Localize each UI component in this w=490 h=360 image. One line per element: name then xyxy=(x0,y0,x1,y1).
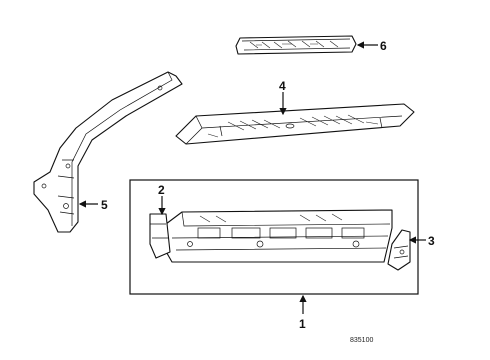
callout-5: 5 xyxy=(101,198,108,212)
part-2-left-bracket xyxy=(149,213,171,259)
part-4-cowl-top-panel xyxy=(175,103,415,145)
callout-2: 2 xyxy=(158,183,165,197)
part-3-right-bracket xyxy=(387,229,411,271)
part-5-hinge-pillar xyxy=(33,71,183,233)
callout-1: 1 xyxy=(299,317,306,331)
callout-6: 6 xyxy=(380,39,387,53)
assembly-box xyxy=(129,179,419,295)
part-6-upper-strip xyxy=(235,35,357,55)
callout-4: 4 xyxy=(279,79,286,93)
part-1-dash-panel xyxy=(163,209,393,263)
diagram-code: 835100 xyxy=(350,337,373,344)
callout-3: 3 xyxy=(428,234,435,248)
